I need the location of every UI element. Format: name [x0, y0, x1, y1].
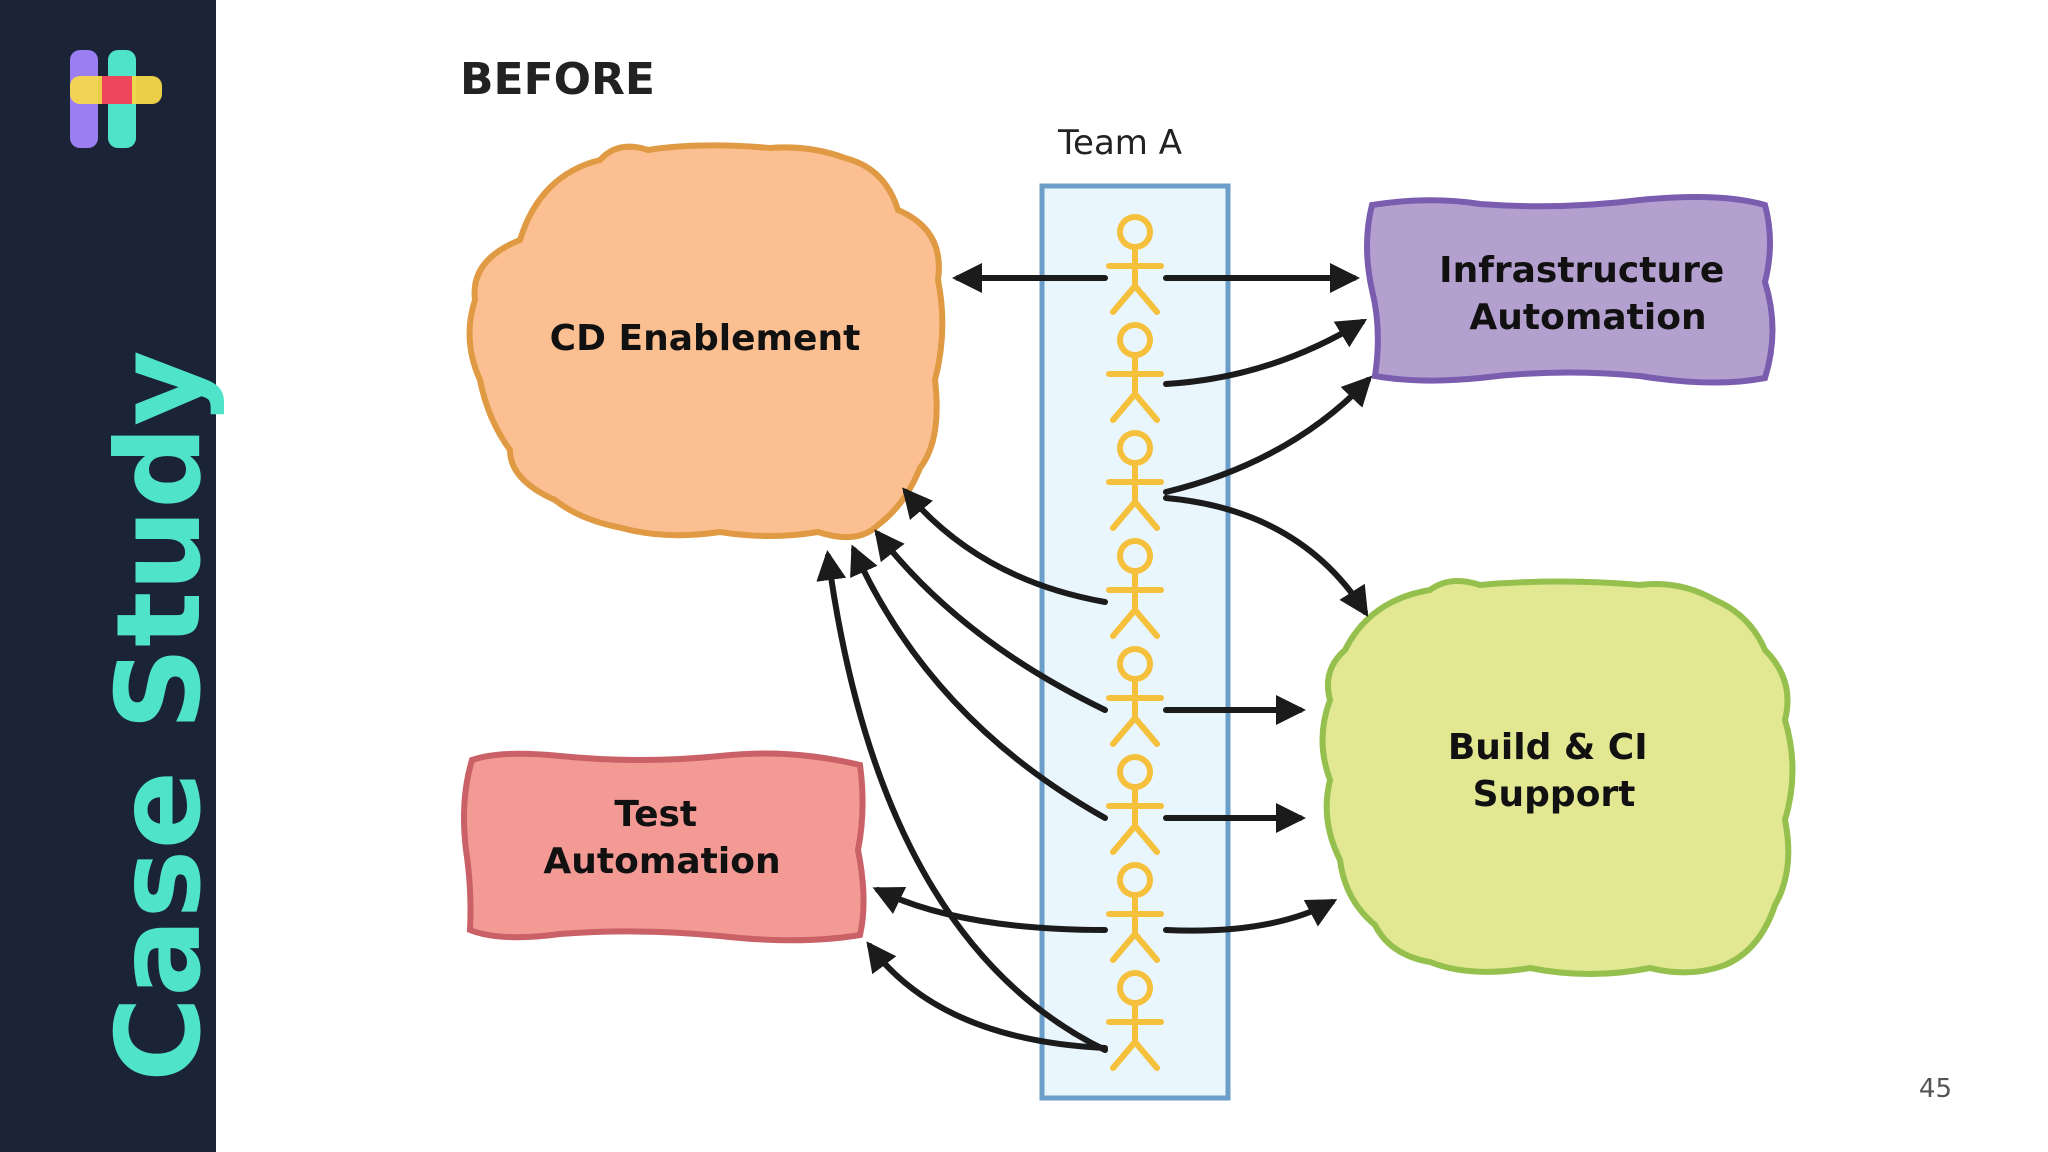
arrow-person5-to-cd	[874, 529, 1108, 713]
node-label: Build & CI Support	[1448, 727, 1660, 815]
node-test-automation: Test Automation	[461, 750, 867, 944]
arrow-person7-to-build	[1163, 899, 1338, 934]
person-icon	[1106, 214, 1164, 315]
node-shape	[1319, 578, 1796, 977]
person-icon	[1106, 970, 1164, 1071]
node-label: CD Enablement	[550, 318, 861, 359]
section-title: Case Study	[92, 350, 227, 1082]
node-infrastructure-automation: Infrastructure Automation	[1364, 193, 1776, 386]
slide-number: 45	[1918, 1074, 1952, 1104]
arrow-person8-to-cd	[816, 550, 1108, 1053]
arrow-person3-to-infra	[1163, 375, 1373, 495]
sidebar: Case Study	[0, 0, 227, 1152]
node-build-ci-support: Build & CI Support	[1319, 578, 1796, 977]
node-shape	[466, 142, 946, 541]
arrow-person7-to-test	[872, 887, 1108, 933]
node-shape	[461, 750, 867, 944]
person-icon	[1106, 646, 1164, 747]
person-icon	[1106, 538, 1164, 639]
node-label: Infrastructure Automation	[1439, 250, 1737, 338]
team-box	[1039, 183, 1231, 1101]
arrow-person4-to-cd	[902, 487, 1108, 605]
diagram-heading: BEFORE	[460, 54, 655, 105]
person-icon	[1106, 754, 1164, 855]
arrow-person2-to-infra	[1163, 318, 1368, 387]
node-cd-enablement: CD Enablement	[466, 142, 946, 541]
person-icon	[1106, 430, 1164, 531]
arrows	[816, 263, 1373, 1053]
team-label: Team A	[1057, 123, 1182, 163]
arrow-person8-to-test	[866, 941, 1108, 1051]
before-diagram: BEFORE Team A CD Enablement Infrastructu…	[460, 54, 1796, 1101]
arrow-person6-to-cd	[850, 544, 1108, 821]
arrow-person3-to-build	[1163, 495, 1369, 618]
brand-logo-icon	[70, 50, 162, 148]
node-label: Test Automation	[543, 794, 780, 882]
person-icon	[1106, 322, 1164, 423]
team-members	[1106, 214, 1164, 1071]
node-shape	[1364, 193, 1776, 386]
person-icon	[1106, 862, 1164, 963]
